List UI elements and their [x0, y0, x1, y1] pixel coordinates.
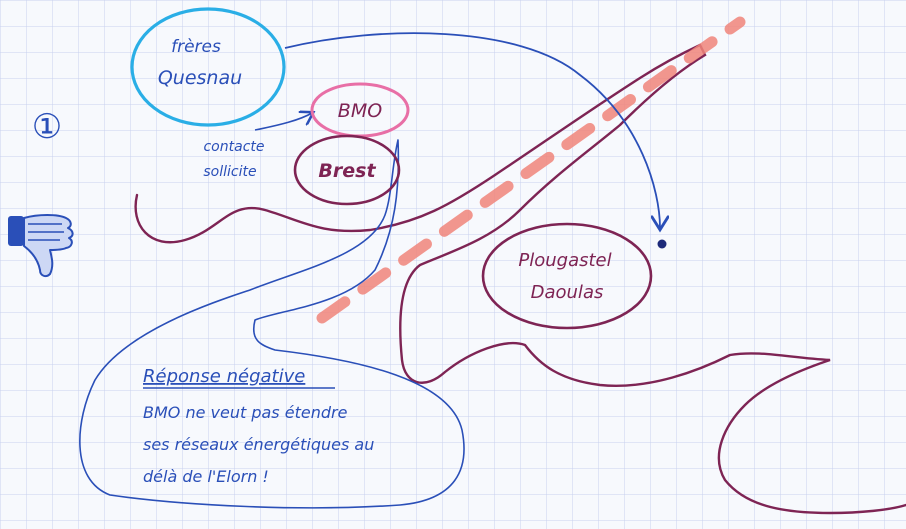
arrow-label-line2: sollicite	[203, 164, 256, 180]
freres-label-line2: Quesnau	[158, 67, 242, 89]
callout-line1: BMO ne veut pas étendre	[143, 403, 348, 422]
bmo-label: BMO	[338, 100, 382, 122]
arrow-label-line1: contacte	[203, 139, 264, 155]
callout-line2: ses réseaux énergétiques au	[143, 435, 374, 454]
callout-title: Réponse négative	[143, 366, 305, 387]
margin-number-mark: ①	[32, 107, 62, 147]
callout-line3: délà de l'Elorn !	[143, 467, 269, 486]
freres-label-line1: frères	[171, 37, 221, 57]
plougastel-label-line2: Daoulas	[531, 282, 604, 303]
plougastel-point-marker	[658, 240, 667, 249]
brest-label: Brest	[318, 160, 376, 182]
plougastel-label-line1: Plougastel	[518, 250, 611, 271]
